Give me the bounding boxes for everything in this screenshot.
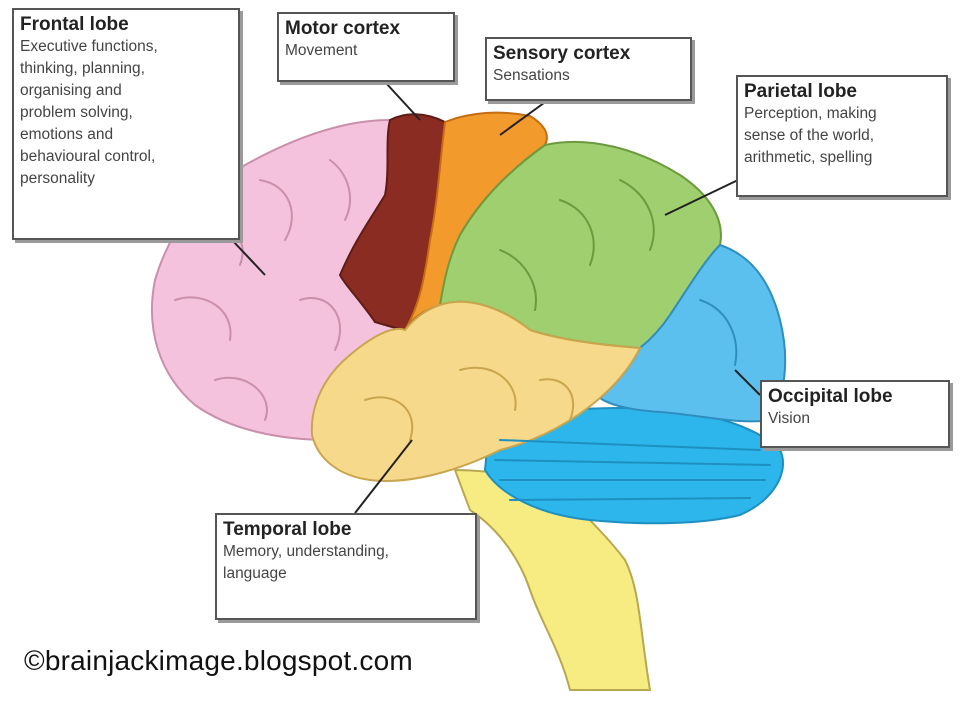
occipital-lobe-desc-line: Vision — [768, 408, 942, 430]
parietal-lobe-label: Parietal lobe Perception, making sense o… — [736, 75, 948, 197]
frontal-lobe-label: Frontal lobe Executive functions, thinki… — [12, 8, 240, 240]
sensory-cortex-desc-line: Sensations — [493, 65, 684, 87]
frontal-lobe-desc-line: Executive functions, — [20, 36, 232, 58]
motor-leader-line — [385, 82, 420, 120]
temporal-lobe-desc-line: language — [223, 563, 469, 585]
temporal-lobe-desc-line: Memory, understanding, — [223, 541, 469, 563]
parietal-lobe-desc-line: arithmetic, spelling — [744, 147, 940, 169]
frontal-lobe-desc-line: emotions and — [20, 124, 232, 146]
frontal-lobe-desc-line: behavioural control, — [20, 146, 232, 168]
copyright-text: ©brainjackimage.blogspot.com — [24, 645, 413, 677]
frontal-lobe-desc-line: personality — [20, 168, 232, 190]
parietal-lobe-title: Parietal lobe — [744, 80, 940, 103]
motor-cortex-desc-line: Movement — [285, 40, 447, 62]
sensory-cortex-title: Sensory cortex — [493, 42, 684, 65]
sensory-cortex-label: Sensory cortex Sensations — [485, 37, 692, 101]
frontal-lobe-title: Frontal lobe — [20, 13, 232, 36]
motor-cortex-label: Motor cortex Movement — [277, 12, 455, 82]
parietal-lobe-desc-line: Perception, making — [744, 103, 940, 125]
frontal-lobe-desc-line: organising and — [20, 80, 232, 102]
parietal-lobe-desc-line: sense of the world, — [744, 125, 940, 147]
temporal-lobe-label: Temporal lobe Memory, understanding, lan… — [215, 513, 477, 620]
motor-cortex-title: Motor cortex — [285, 17, 447, 40]
frontal-lobe-desc-line: thinking, planning, — [20, 58, 232, 80]
frontal-lobe-desc-line: problem solving, — [20, 102, 232, 124]
occipital-lobe-label: Occipital lobe Vision — [760, 380, 950, 448]
temporal-lobe-title: Temporal lobe — [223, 518, 469, 541]
occipital-lobe-title: Occipital lobe — [768, 385, 942, 408]
